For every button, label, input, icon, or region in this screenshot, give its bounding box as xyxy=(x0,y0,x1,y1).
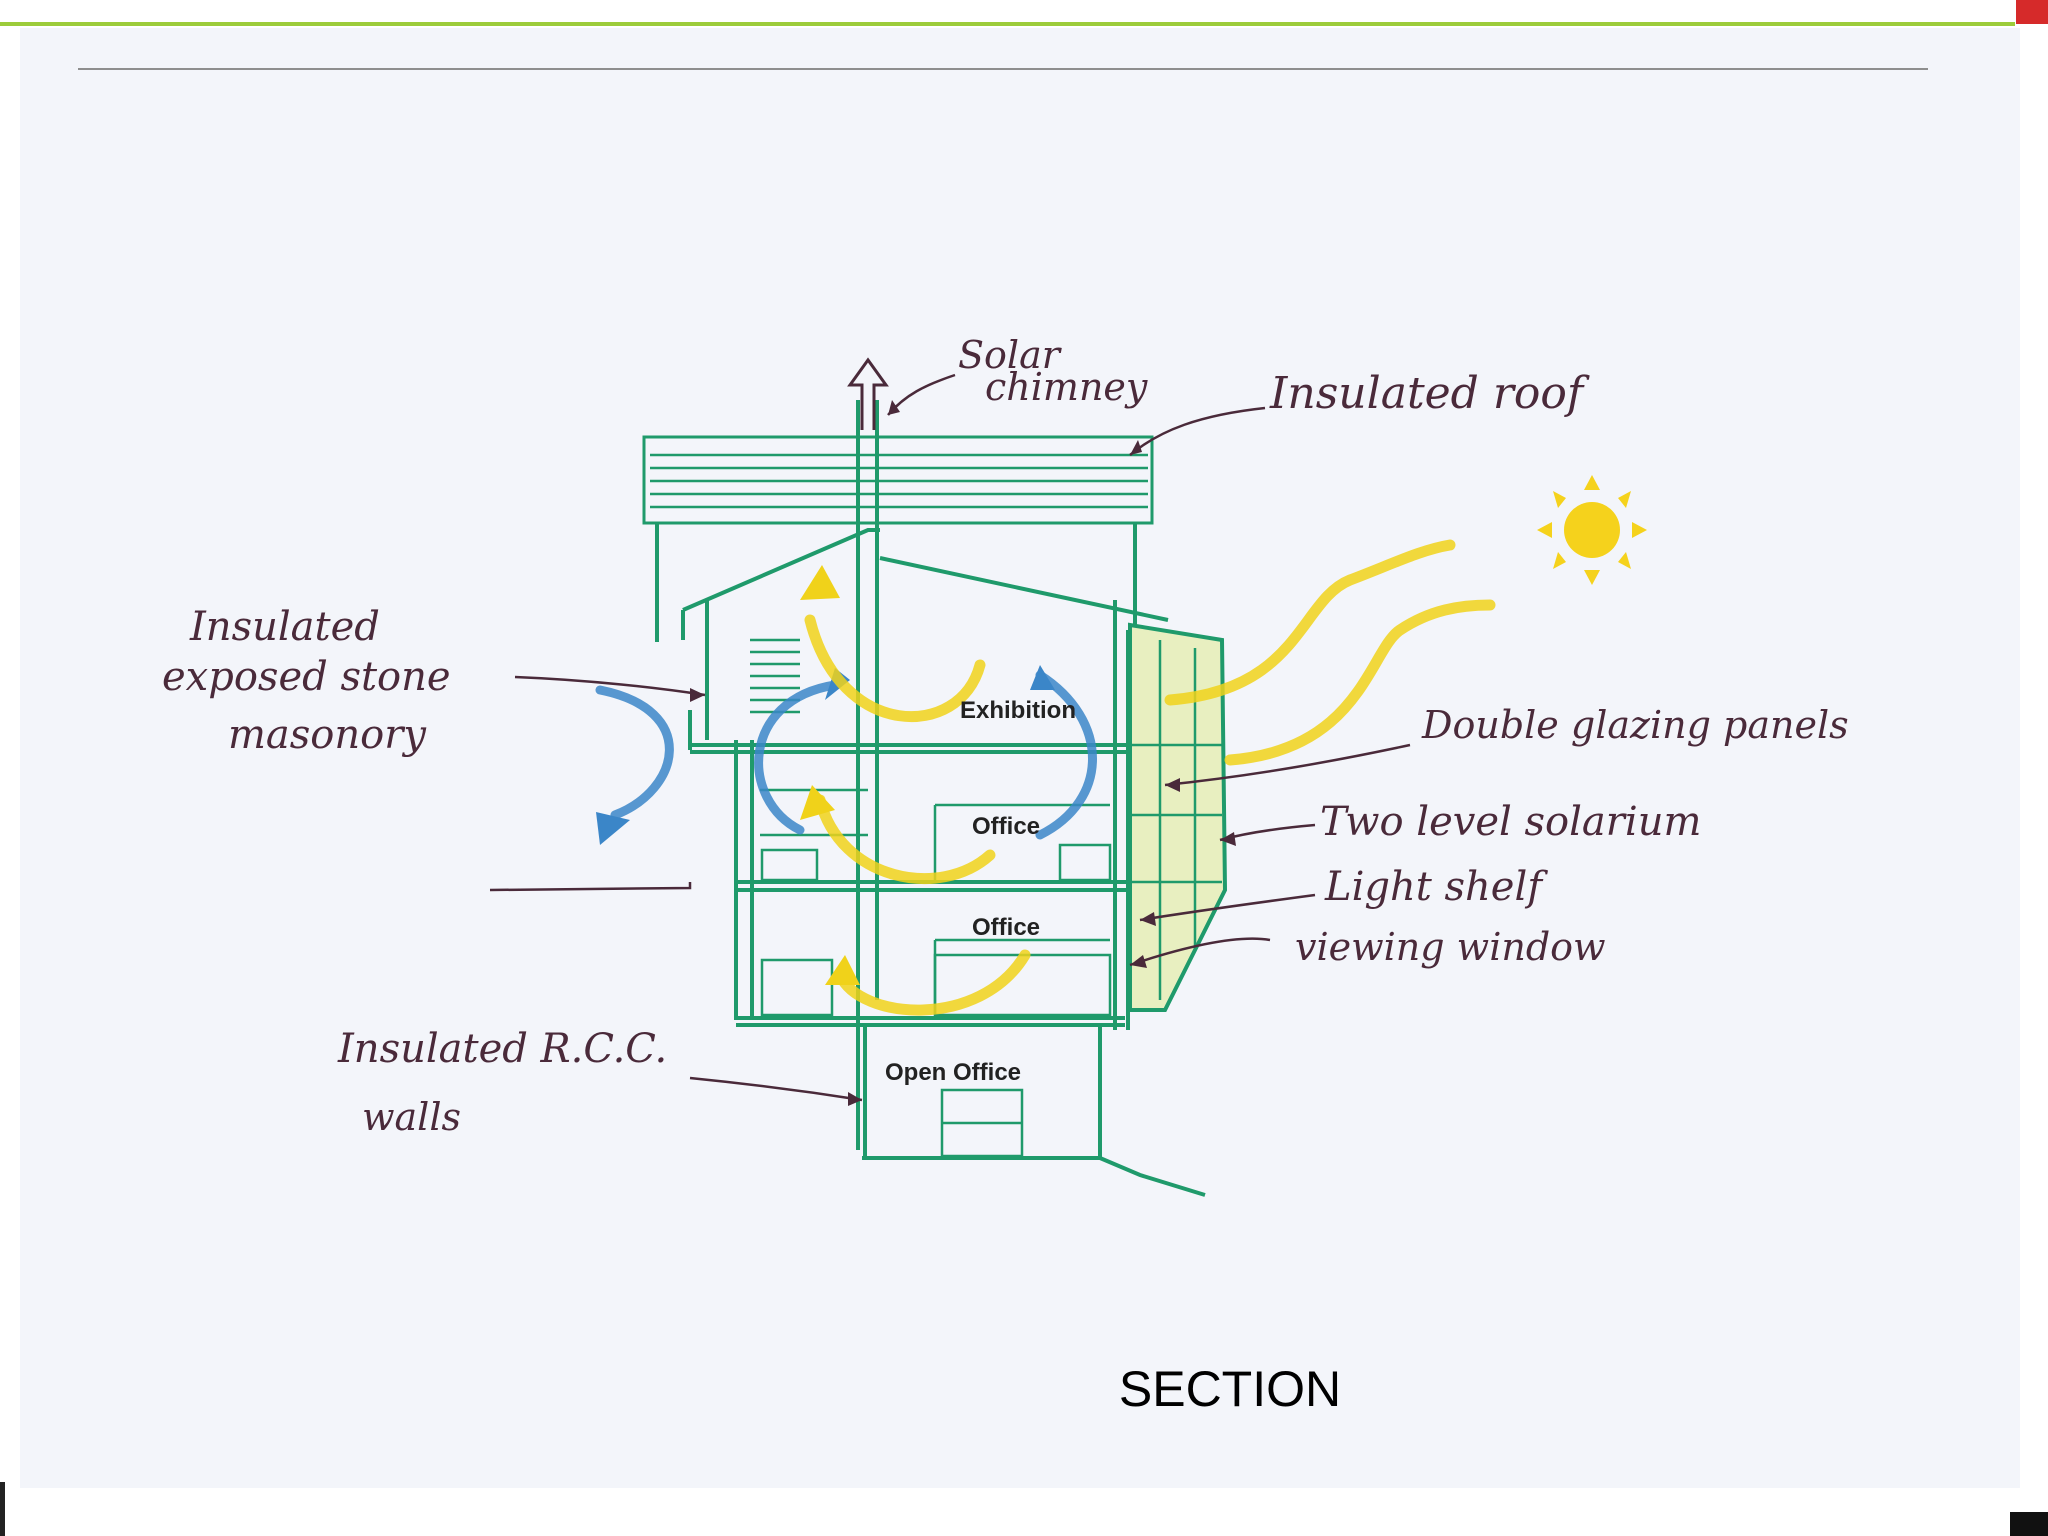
section-title: SECTION xyxy=(1118,1361,1342,1417)
double-glazing-label: Double glazing panels xyxy=(1421,703,1849,747)
annotation-arrowheads xyxy=(690,400,1236,1106)
stone-masonry-label-line1: Insulated xyxy=(189,604,380,650)
solarium-label: Two level solarium xyxy=(1320,799,1701,845)
stone-masonry-label-line2: exposed stone xyxy=(162,654,451,700)
open-office-label: Open Office xyxy=(885,1059,1021,1086)
insulated-roof-label: Insulated roof xyxy=(1269,368,1590,419)
frame-top-line xyxy=(78,68,1928,70)
stone-masonry-label-line3: masonory xyxy=(228,712,427,758)
paper-sheet xyxy=(20,28,2020,1488)
annotation-leaders xyxy=(489,373,1411,1102)
insulated-roof-slab xyxy=(642,435,1154,525)
office-lower-label: Office xyxy=(972,914,1040,941)
light-shelf-label: Light shelf xyxy=(1324,864,1548,910)
cool-air-flow xyxy=(595,670,1097,840)
office-upper-label: Office xyxy=(972,813,1040,840)
warm-air-arrowheads xyxy=(800,565,860,985)
up-arrow-icon xyxy=(847,357,889,430)
exhibition-label: Exhibition xyxy=(960,697,1076,724)
two-level-solarium xyxy=(1128,622,1228,1012)
sun-icon xyxy=(1537,475,1647,585)
viewing-window-label: viewing window xyxy=(1295,925,1606,969)
solar-chimney-label-line2: chimney xyxy=(985,365,1148,409)
rcc-walls-label-line1: Insulated R.C.C. xyxy=(337,1026,667,1072)
solar-chimney-label-line1: Solar xyxy=(958,333,1063,377)
corner-mark-right xyxy=(2010,1512,2048,1536)
red-corner-mark xyxy=(2016,0,2048,24)
corner-mark-left xyxy=(0,1482,5,1536)
rcc-walls-label-line2: walls xyxy=(362,1095,461,1139)
annotations: Solar chimney Insulated roof Insulated e… xyxy=(162,333,1849,1139)
room-labels: Exhibition Office Office Open Office xyxy=(885,697,1076,1086)
warm-air-flow xyxy=(804,539,1496,1016)
accent-bar xyxy=(0,22,2015,26)
